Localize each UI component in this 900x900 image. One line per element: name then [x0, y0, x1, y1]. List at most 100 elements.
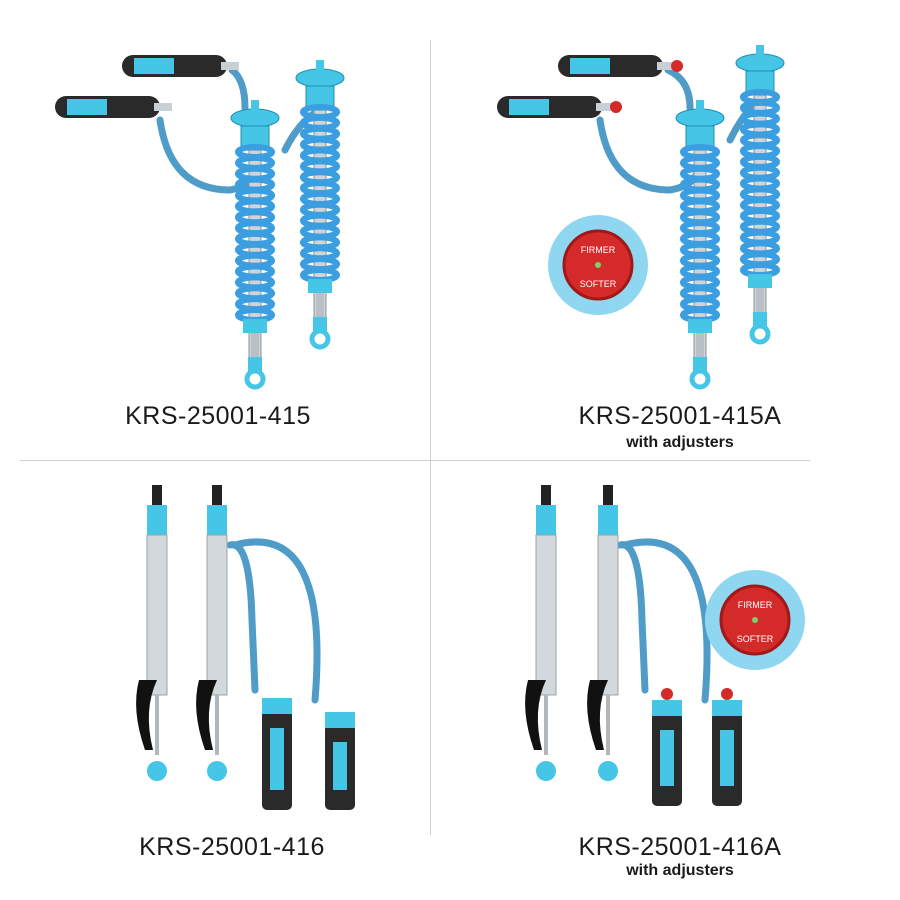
bottom-eye [536, 761, 556, 781]
shaft [544, 695, 548, 755]
shock-cap [207, 505, 227, 535]
subtitle-415a: with adjusters [626, 434, 734, 451]
reservoir [262, 698, 292, 810]
shaft [215, 695, 219, 755]
vertical-divider [430, 40, 431, 835]
reservoir-fitting [657, 62, 675, 70]
shock-cap [147, 505, 167, 535]
king-logo-label [67, 99, 107, 115]
reservoir-cap [652, 700, 682, 716]
shock-body [597, 534, 619, 696]
top-eye [212, 485, 222, 505]
spring-collar [688, 319, 712, 333]
shock-cap [536, 505, 556, 535]
remote-reservoir-shock [196, 485, 228, 781]
coilover-shock [735, 45, 785, 345]
reservoir [325, 712, 355, 810]
spring-collar [748, 274, 772, 288]
hose [621, 538, 711, 704]
reservoir [122, 55, 239, 77]
shaft [606, 695, 610, 755]
reservoir [712, 688, 742, 806]
hose [664, 66, 694, 112]
rod-end [248, 357, 262, 373]
adjuster-knob [610, 101, 622, 113]
top-eye [603, 485, 613, 505]
shock-body [146, 534, 168, 696]
reservoir-fitting [221, 62, 239, 70]
rod-end-eye [689, 368, 711, 390]
mount-stud [316, 60, 324, 72]
spring-collar [308, 279, 332, 293]
reservoir [497, 96, 622, 118]
mount-stud [251, 100, 259, 112]
knob-center [595, 262, 601, 268]
hose [231, 538, 321, 704]
shaft [155, 695, 159, 755]
king-logo-label [660, 730, 674, 786]
hose [228, 66, 249, 112]
horizontal-divider [20, 460, 810, 461]
mount-stud [756, 45, 764, 57]
king-logo-label [509, 99, 549, 115]
reservoir [558, 55, 683, 77]
bottom-eye [598, 761, 618, 781]
rod-end-eye [749, 323, 771, 345]
part-number-416: KRS-25001-416 [139, 833, 325, 861]
shaft [251, 333, 259, 367]
reservoir-cap [262, 698, 292, 714]
reservoir-fitting [596, 103, 614, 111]
adjuster-knob-inset: FIRMER SOFTER [548, 215, 648, 315]
king-logo-label [270, 728, 284, 790]
shock-body [206, 534, 228, 696]
knob-label-firmer: FIRMER [738, 600, 773, 610]
king-logo-label [134, 58, 174, 74]
knob-label-firmer: FIRMER [581, 245, 616, 255]
spring-collar [243, 319, 267, 333]
knob-label-softer: SOFTER [580, 279, 617, 289]
top-eye [541, 485, 551, 505]
adjuster-knob-inset: FIRMER SOFTER [705, 570, 805, 670]
rod-end [313, 317, 327, 333]
remote-reservoir-shock [525, 485, 557, 781]
shaft [756, 288, 764, 322]
bump-stop-bracket [196, 680, 217, 750]
rod-end [753, 312, 767, 328]
top-eye [152, 485, 162, 505]
mount-stud [696, 100, 704, 112]
shock-cap [598, 505, 618, 535]
knob-center [752, 617, 758, 623]
bottom-eye [207, 761, 227, 781]
coilover-shock [230, 100, 280, 390]
shaft [316, 293, 324, 327]
shock-body [535, 534, 557, 696]
part-number-415: KRS-25001-415 [125, 402, 311, 430]
adjuster-knob [661, 688, 673, 700]
remote-reservoir-shock [587, 485, 619, 781]
adjuster-knob [721, 688, 733, 700]
remote-reservoir-shock [136, 485, 168, 781]
king-logo-label [570, 58, 610, 74]
rod-end-eye [244, 368, 266, 390]
coilover-shock [675, 100, 725, 390]
coilover-shock [295, 60, 345, 350]
bottom-eye [147, 761, 167, 781]
reservoir-fitting [154, 103, 172, 111]
king-logo-label [333, 742, 347, 790]
part-number-416a: KRS-25001-416A [578, 833, 782, 861]
part-number-415a: KRS-25001-415A [578, 402, 782, 430]
bump-stop-bracket [525, 680, 546, 750]
reservoir [55, 96, 172, 118]
hose [616, 541, 649, 694]
reservoir [652, 688, 682, 806]
subtitle-416a: with adjusters [626, 862, 734, 879]
bump-stop-bracket [136, 680, 157, 750]
rod-end [693, 357, 707, 373]
shaft [696, 333, 704, 367]
knob-label-softer: SOFTER [737, 634, 774, 644]
reservoir-cap [712, 700, 742, 716]
adjuster-knob [671, 60, 683, 72]
bump-stop-bracket [587, 680, 608, 750]
